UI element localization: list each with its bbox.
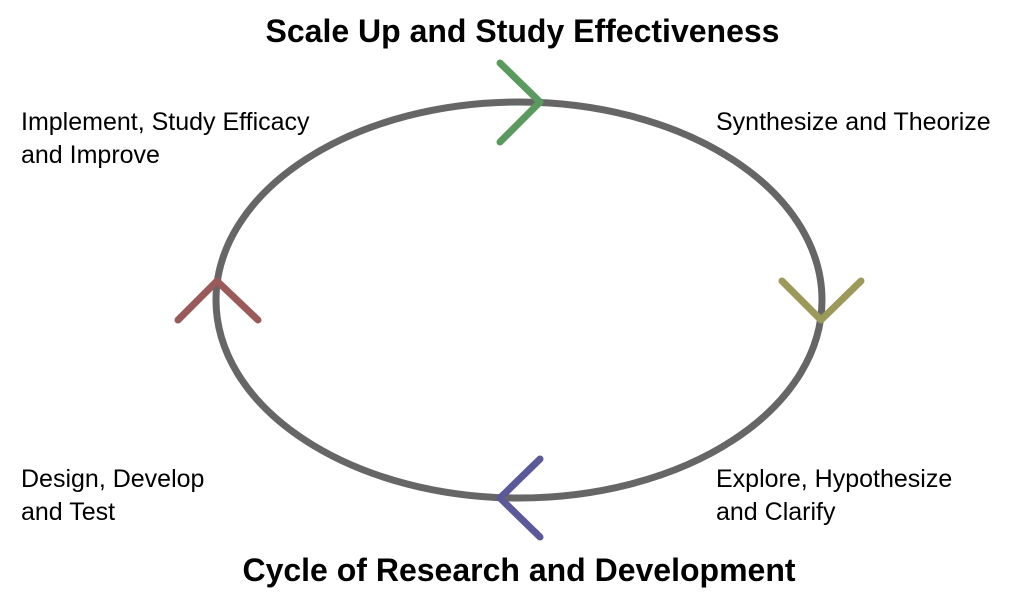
cycle-ellipse: [212, 98, 826, 502]
stage-label-synthesize: Synthesize and Theorize: [716, 106, 991, 139]
stage-label-line: Synthesize and Theorize: [716, 108, 991, 136]
chevron-down-icon: [778, 277, 865, 324]
stage-label-implement: Implement, Study Efficacy and Improve: [21, 106, 310, 172]
bottom-heading: Cycle of Research and Development: [242, 552, 796, 588]
stage-label-line: and Test: [21, 498, 116, 526]
stage-label-line: Implement, Study Efficacy: [21, 108, 310, 136]
stage-label-line: and Clarify: [716, 498, 836, 526]
chevron-up-icon: [174, 277, 262, 324]
chevron-left-icon: [496, 455, 544, 541]
stage-label-design: Design, Develop and Test: [21, 463, 204, 529]
stage-label-explore: Explore, Hypothesize and Clarify: [716, 463, 952, 529]
stage-label-line: Design, Develop: [21, 465, 205, 493]
chevron-right-icon: [496, 59, 544, 146]
stage-label-line: Explore, Hypothesize: [716, 465, 953, 493]
stage-label-line: and Improve: [21, 141, 160, 169]
top-heading: Scale Up and Study Effectiveness: [265, 13, 780, 49]
